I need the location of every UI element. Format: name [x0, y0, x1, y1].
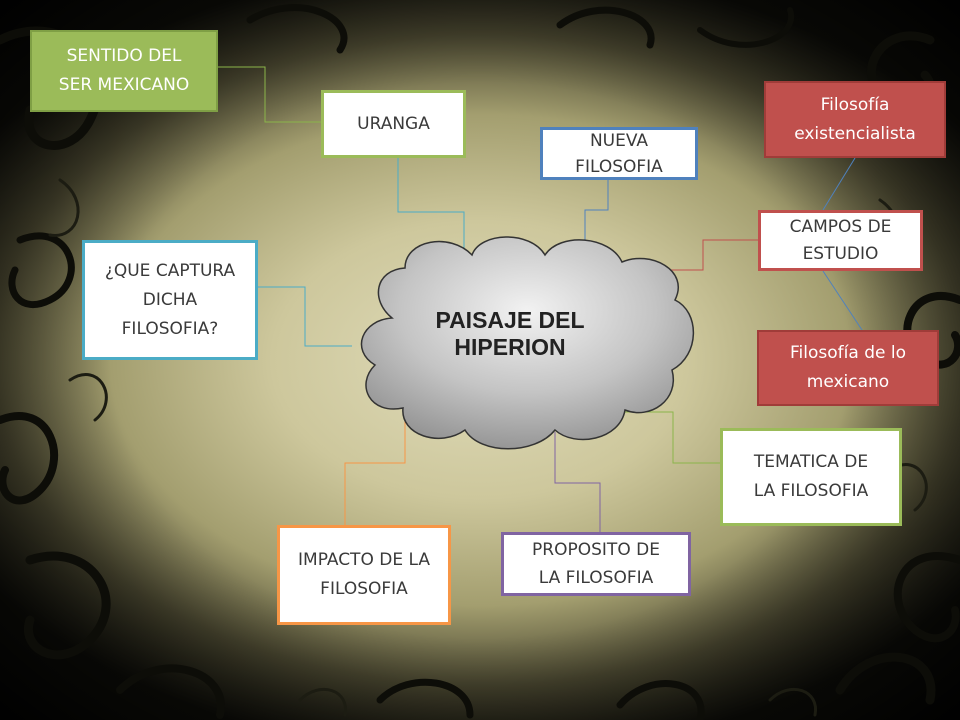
- connector-sentido-uranga: [218, 66, 321, 123]
- node-filosofia-existencialista: Filosofía existencialista: [764, 81, 946, 158]
- node-nueva-filosofia: NUEVA FILOSOFIA: [540, 127, 698, 180]
- node-uranga: URANGA: [321, 90, 466, 158]
- connector-captura-center: [258, 286, 352, 347]
- connector-uranga-center: [397, 158, 465, 262]
- connector-tematica-center: [625, 411, 720, 464]
- node-impacto-de-la-filosofia: IMPACTO DE LA FILOSOFIA: [277, 525, 451, 625]
- connector-proposito-center: [554, 432, 601, 532]
- node-que-captura-dicha-filosofia: ¿QUE CAPTURA DICHA FILOSOFIA?: [82, 240, 258, 360]
- central-topic-title: PAISAJE DEL HIPERION: [435, 307, 585, 360]
- connector-campos-mexicano: [822, 270, 863, 331]
- connector-nueva-center: [584, 180, 609, 255]
- connector-campos-existencialista: [822, 157, 856, 211]
- node-tematica-de-la-filosofia: TEMATICA DE LA FILOSOFIA: [720, 428, 902, 526]
- node-campos-de-estudio: CAMPOS DE ESTUDIO: [758, 210, 923, 271]
- connector-campos-center: [650, 239, 758, 271]
- connector-impacto-center: [344, 410, 406, 525]
- node-proposito-de-la-filosofia: PROPOSITO DE LA FILOSOFIA: [501, 532, 691, 596]
- node-sentido-del-ser-mexicano: SENTIDO DEL SER MEXICANO: [30, 30, 218, 112]
- node-filosofia-de-lo-mexicano: Filosofía de lo mexicano: [757, 330, 939, 406]
